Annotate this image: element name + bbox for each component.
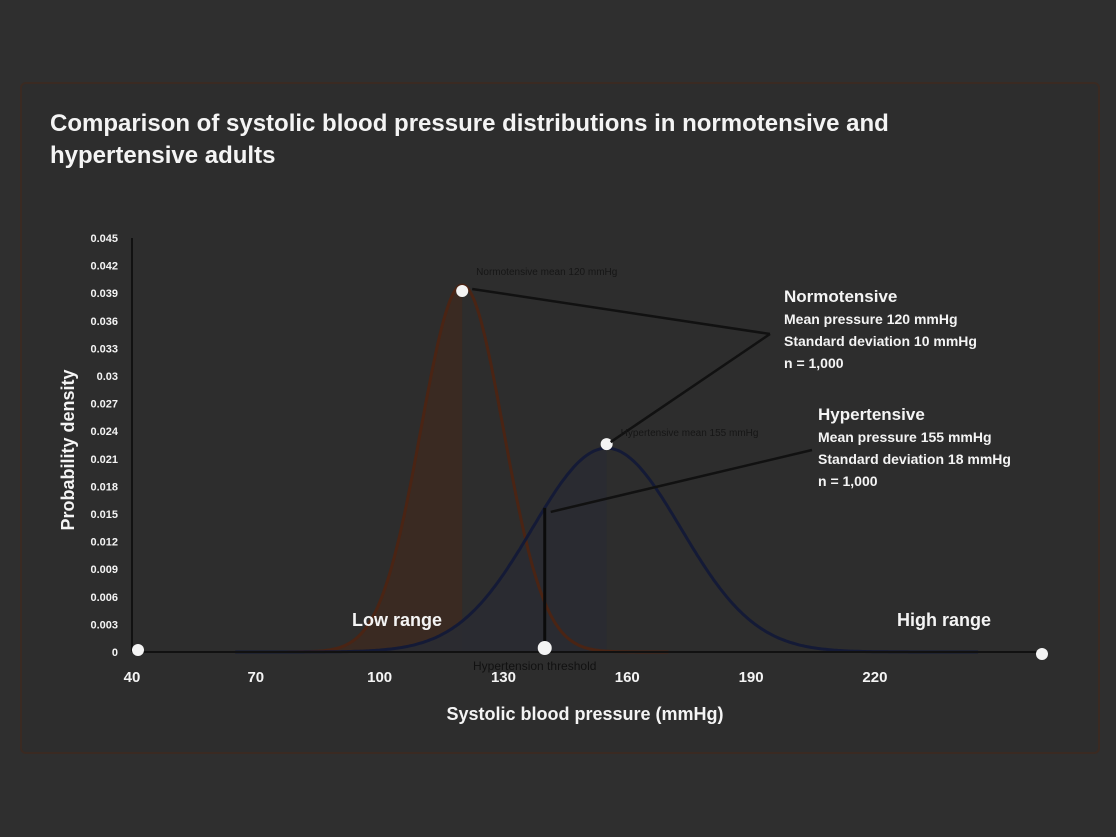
- y-tick-label: 0.003: [90, 619, 118, 631]
- y-tick-label: 0.033: [90, 343, 118, 355]
- hyper-peak-marker: [600, 438, 613, 451]
- y-tick-label: 0.045: [90, 233, 118, 245]
- normal-peak-marker: [456, 284, 469, 297]
- x-tick-label: 70: [247, 669, 264, 686]
- y-axis-label: Probability density: [58, 369, 78, 530]
- normal-annotation-box-line: Mean pressure 120 mmHg: [784, 311, 958, 327]
- y-tick-label: 0.015: [90, 509, 118, 521]
- hyper-leader-line: [609, 332, 771, 444]
- y-tick-label: 0.042: [90, 261, 118, 273]
- hyper-annotation-box-line: Hypertensive: [818, 405, 925, 424]
- y-tick-label: 0.018: [90, 481, 118, 493]
- y-tick-label: 0: [112, 647, 118, 659]
- threshold-label: Hypertension threshold: [473, 659, 596, 673]
- left-region-label: Low range: [352, 610, 442, 630]
- x-tick-label: 220: [862, 669, 887, 686]
- tick-labels: 0 0.003 0.006 0.009 0.012 0.015 0.018 0.021 0.02…: [58, 233, 887, 724]
- y-tick-label: 0.012: [90, 537, 118, 549]
- normal-peak-label: Normotensive mean 120 mmHg: [476, 267, 617, 278]
- origin-marker: [132, 644, 144, 656]
- hyper-annotation-box-line: Mean pressure 155 mmHg: [818, 429, 992, 445]
- axes: [131, 238, 1040, 653]
- normal-annotation-box-line: Normotensive: [784, 287, 897, 306]
- hyper-annotation-box-line: Standard deviation 18 mmHg: [818, 451, 1011, 467]
- y-tick-label: 0.036: [90, 316, 118, 328]
- right-region-label: High range: [897, 610, 991, 630]
- normal-annotation-box-line: Standard deviation 10 mmHg: [784, 333, 977, 349]
- x-tick-label: 40: [124, 669, 141, 686]
- x-end-marker: [1036, 648, 1048, 660]
- threshold-leader-line: [550, 448, 813, 514]
- threshold-base-marker: [537, 641, 552, 655]
- y-tick-label: 0.027: [90, 399, 118, 411]
- y-tick-label: 0.021: [90, 454, 118, 466]
- normal-annotation-box-line: n = 1,000: [784, 355, 844, 371]
- normal-leader-line: [471, 287, 771, 336]
- density-areas: [297, 284, 607, 652]
- y-tick-label: 0.03: [97, 371, 118, 383]
- y-tick-label: 0.009: [90, 564, 118, 576]
- y-tick-label: 0.039: [90, 288, 118, 300]
- chart-title: Comparison of systolic blood pressure di…: [50, 110, 889, 169]
- density-area-normotensive: [297, 284, 463, 652]
- x-tick-label: 160: [615, 669, 640, 686]
- y-tick-label: 0.006: [90, 592, 118, 604]
- x-axis-label: Systolic blood pressure (mmHg): [446, 704, 723, 724]
- x-tick-label: 100: [367, 669, 392, 686]
- density-area-hypertensive: [309, 448, 607, 652]
- x-tick-label: 190: [739, 669, 764, 686]
- hyper-annotation-box-line: n = 1,000: [818, 473, 878, 489]
- y-tick-label: 0.024: [90, 426, 118, 438]
- x-tick-label: 130: [491, 669, 516, 686]
- hyper-peak-label: Hypertensive mean 155 mmHg: [621, 428, 759, 439]
